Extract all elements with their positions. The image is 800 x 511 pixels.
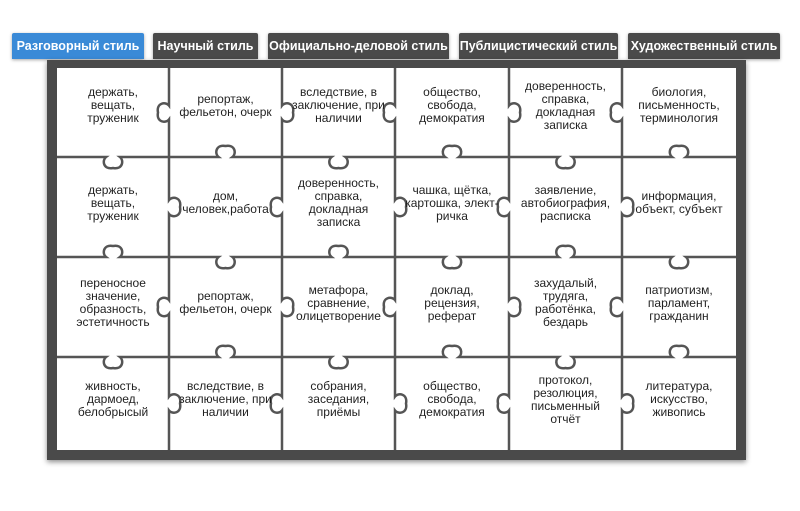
piece-edge-vertical bbox=[167, 357, 182, 450]
piece-edge-horizontal bbox=[169, 344, 282, 359]
piece-edge-horizontal bbox=[169, 144, 282, 159]
puzzle-piece[interactable]: захудалый, трудяга, работёнка, бездарь bbox=[509, 257, 622, 349]
puzzle-piece-text: литература, искусство, живопись bbox=[645, 379, 713, 419]
piece-edge-vertical bbox=[167, 157, 182, 257]
puzzle-piece[interactable]: чашка, щётка, картошка, элект- ричка bbox=[395, 157, 509, 249]
piece-edge-vertical bbox=[382, 68, 397, 157]
puzzle-piece[interactable]: доверенность, справка, докладная записка bbox=[509, 68, 622, 143]
piece-edge-vertical bbox=[280, 257, 295, 357]
puzzle-piece-text: заявление, автобиография, расписка bbox=[520, 182, 611, 223]
puzzle-piece[interactable]: дом, человек,работа bbox=[169, 157, 282, 249]
puzzle-piece-text: переносное значение, образность, эстетич… bbox=[76, 276, 150, 329]
puzzle-piece-text: репортаж, фельетон, очерк bbox=[179, 91, 272, 119]
piece-edge-horizontal bbox=[509, 155, 622, 170]
puzzle-piece-text: общество, свобода, демократия bbox=[419, 379, 485, 419]
piece-edge-vertical bbox=[609, 257, 624, 357]
puzzle-piece[interactable]: доклад, рецензия, реферат bbox=[395, 257, 509, 349]
tab-artistic-style[interactable]: Художественный стиль bbox=[628, 33, 780, 59]
puzzle-piece-text: вследствие, в заключение, при наличии bbox=[179, 379, 272, 419]
piece-edge-horizontal bbox=[169, 255, 282, 270]
puzzle-piece[interactable]: патриотизм, парламент, гражданин bbox=[622, 257, 736, 349]
puzzle-piece-text: чашка, щётка, картошка, элект- ричка bbox=[405, 182, 499, 223]
piece-edge-horizontal bbox=[622, 344, 736, 359]
puzzle-piece-text: репортаж, фельетон, очерк bbox=[179, 289, 272, 316]
puzzle-piece[interactable]: общество, свобода, демократия bbox=[395, 68, 509, 143]
piece-edge-horizontal bbox=[282, 155, 395, 170]
puzzle-piece-text: биология, письменность, терминология bbox=[638, 85, 720, 125]
puzzle-piece-text: доклад, рецензия, реферат bbox=[424, 282, 480, 323]
puzzle-piece[interactable]: живность, дармоед, белобрысый bbox=[57, 357, 169, 442]
piece-edge-horizontal bbox=[57, 155, 169, 170]
puzzle-piece[interactable]: держать, вещать, труженик bbox=[57, 68, 169, 143]
puzzle-piece[interactable]: вследствие, в заключение, при наличии bbox=[169, 357, 282, 442]
puzzle-piece[interactable]: литература, искусство, живопись bbox=[622, 357, 736, 442]
piece-edge-horizontal bbox=[622, 255, 736, 270]
puzzle-piece[interactable]: собрания, заседания, приёмы bbox=[282, 357, 395, 442]
puzzle-piece[interactable]: протокол, резолюция, письменный отчёт bbox=[509, 357, 622, 442]
puzzle-piece-text: живность, дармоед, белобрысый bbox=[77, 379, 149, 419]
tab-journalistic-style[interactable]: Публицистический стиль bbox=[459, 33, 618, 59]
piece-edge-vertical bbox=[620, 357, 635, 450]
puzzle-piece[interactable]: метафора, сравнение, олицетворение bbox=[282, 257, 395, 349]
piece-edge-vertical bbox=[156, 257, 171, 357]
puzzle-piece-text: держать, вещать, труженик bbox=[87, 85, 139, 125]
piece-edge-vertical bbox=[507, 68, 522, 157]
piece-edge-vertical bbox=[496, 357, 511, 450]
puzzle-piece-text: патриотизм, парламент, гражданин bbox=[645, 282, 713, 323]
piece-edge-horizontal bbox=[509, 244, 622, 259]
puzzle-piece[interactable]: биология, письменность, терминология bbox=[622, 68, 736, 143]
puzzle-piece[interactable]: переносное значение, образность, эстетич… bbox=[57, 257, 169, 349]
puzzle-board: держать, вещать, труженик репортаж, фелье… bbox=[47, 60, 746, 460]
piece-edge-horizontal bbox=[395, 144, 509, 159]
piece-edge-vertical bbox=[393, 157, 408, 257]
puzzle-piece[interactable]: доверенность, справка, докладная записка bbox=[282, 157, 395, 249]
puzzle-piece[interactable]: держать, вещать, труженик bbox=[57, 157, 169, 249]
puzzle-piece-text: общество, свобода, демократия bbox=[419, 85, 485, 125]
tab-conversational-style[interactable]: Разговорный стиль bbox=[12, 33, 144, 59]
piece-edge-vertical bbox=[609, 68, 624, 157]
piece-edge-vertical bbox=[507, 257, 522, 357]
puzzle-piece-text: доверенность, справка, докладная записка bbox=[525, 78, 606, 132]
tab-official-business-style[interactable]: Официально-деловой стиль bbox=[268, 33, 449, 59]
puzzle-piece-text: вследствие, в заключение, при наличии bbox=[292, 85, 385, 125]
puzzle-piece-text: доверенность, справка, докладная записка bbox=[298, 176, 379, 229]
piece-edge-horizontal bbox=[57, 244, 169, 259]
puzzle-piece-text: протокол, резолюция, письменный отчёт bbox=[531, 372, 600, 426]
piece-edge-horizontal bbox=[282, 355, 395, 370]
tab-scientific-style[interactable]: Научный стиль bbox=[153, 33, 258, 59]
puzzle-piece[interactable]: общество, свобода, демократия bbox=[395, 357, 509, 442]
piece-edge-vertical bbox=[156, 68, 171, 157]
piece-edge-vertical bbox=[393, 357, 408, 450]
puzzle-grid bbox=[57, 68, 736, 450]
puzzle-piece-text: метафора, сравнение, олицетворение bbox=[296, 282, 381, 323]
piece-edge-vertical bbox=[620, 157, 635, 257]
puzzle-piece-text: захудалый, трудяга, работёнка, бездарь bbox=[533, 276, 598, 329]
puzzle-piece-text: держать, вещать, труженик bbox=[87, 182, 139, 223]
puzzle-piece[interactable]: вследствие, в заключение, при наличии bbox=[282, 68, 395, 143]
piece-edge-horizontal bbox=[395, 344, 509, 359]
piece-edge-vertical bbox=[269, 357, 284, 450]
style-tabs: Разговорный стиль Научный стиль Официаль… bbox=[0, 0, 800, 60]
puzzle-piece-text: информация, объект, субъект bbox=[635, 189, 723, 216]
puzzle-piece-text: собрания, заседания, приёмы bbox=[307, 379, 370, 419]
puzzle-piece-text: дом, человек,работа bbox=[182, 189, 269, 216]
piece-edge-horizontal bbox=[509, 355, 622, 370]
piece-edge-vertical bbox=[269, 157, 284, 257]
puzzle-piece[interactable]: заявление, автобиография, расписка bbox=[509, 157, 622, 249]
piece-edge-horizontal bbox=[282, 244, 395, 259]
piece-edge-vertical bbox=[280, 68, 295, 157]
puzzle-piece[interactable]: репортаж, фельетон, очерк bbox=[169, 257, 282, 349]
piece-edge-horizontal bbox=[395, 255, 509, 270]
piece-edge-vertical bbox=[382, 257, 397, 357]
puzzle-piece[interactable]: информация, объект, субъект bbox=[622, 157, 736, 249]
piece-edge-horizontal bbox=[622, 144, 736, 159]
piece-edge-vertical bbox=[496, 157, 511, 257]
piece-edge-horizontal bbox=[57, 355, 169, 370]
puzzle-piece[interactable]: репортаж, фельетон, очерк bbox=[169, 68, 282, 143]
